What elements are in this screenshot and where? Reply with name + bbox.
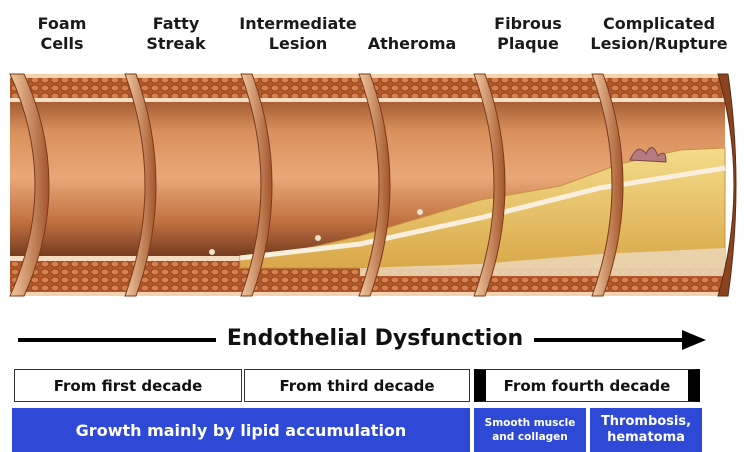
decade-box-fourth: From fourth decade — [474, 369, 700, 402]
decade-box-first: From first decade — [14, 369, 242, 402]
dysfunction-arrow-line-left — [18, 338, 216, 342]
foam-cell — [209, 249, 215, 255]
growth-box-thrombosis: Thrombosis, hematoma — [590, 408, 702, 452]
growth-box-lipid: Growth mainly by lipid accumulation — [12, 408, 470, 452]
foam-cell — [417, 209, 423, 215]
stage-label-intermediate-lesion: Intermediate Lesion — [236, 14, 360, 54]
growth-box-smooth-muscle: Smooth muscle and collagen — [474, 408, 586, 452]
stage-label-fibrous-plaque: Fibrous Plaque — [478, 14, 578, 54]
artery-progression-illustration — [0, 68, 744, 308]
stage-label-foam-cells: Foam Cells — [14, 14, 110, 54]
stage-label-atheroma: Atheroma — [362, 34, 462, 54]
decade-box-third: From third decade — [244, 369, 470, 402]
foam-cell — [315, 235, 321, 241]
stage-label-fatty-streak: Fatty Streak — [128, 14, 224, 54]
dysfunction-arrow-line-right — [534, 338, 686, 342]
arrow-head-icon — [682, 330, 706, 350]
stage-label-complicated-lesion: Complicated Lesion/Rupture — [584, 14, 734, 54]
dysfunction-title: Endothelial Dysfunction — [222, 326, 528, 351]
